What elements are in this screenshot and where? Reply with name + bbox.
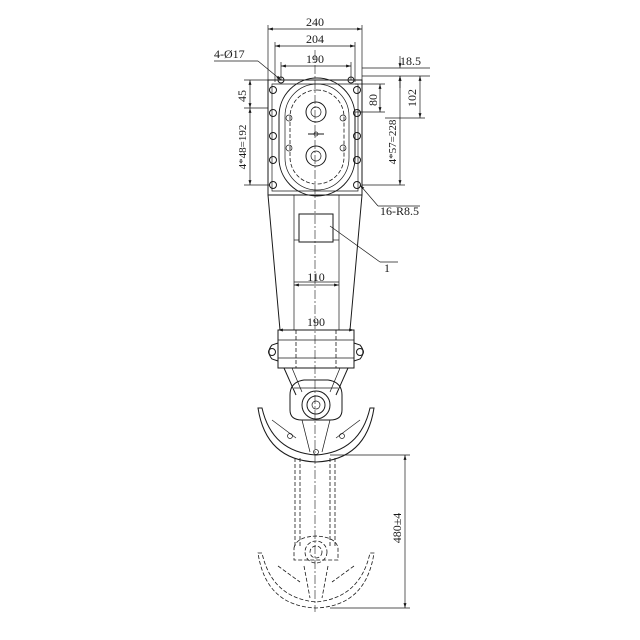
- callout-radius: 16-R8.5: [359, 184, 420, 218]
- boom-head: [267, 76, 363, 197]
- dim-45: 45: [235, 79, 268, 109]
- callout-holes-label: 4-Ø17: [214, 47, 245, 61]
- dim-480: 480±4: [330, 454, 410, 609]
- dim-4x57: 4*57=228: [362, 76, 405, 186]
- lower-bore: [305, 145, 327, 167]
- dim-18-5: 18.5: [362, 54, 430, 88]
- dim-204-label: 204: [306, 32, 324, 46]
- dim-18-5-label: 18.5: [400, 54, 421, 68]
- part-1-label: 1: [384, 261, 390, 275]
- telescopic-rod: [294, 458, 336, 548]
- upper-bore: [305, 101, 327, 123]
- dim-4x48-label: 4*48=192: [237, 125, 249, 170]
- dim-190-top-label: 190: [306, 52, 324, 66]
- access-panel: [298, 213, 334, 243]
- callout-part-1: 1: [329, 225, 398, 275]
- dim-190-mid-label: 190: [307, 315, 325, 329]
- lower-shield: [257, 535, 375, 609]
- upper-shield: [257, 407, 375, 463]
- dim-102-label: 102: [405, 89, 419, 107]
- dim-190-top: 190: [280, 52, 352, 80]
- dim-110: 110: [294, 270, 339, 287]
- dim-190-mid: 190: [278, 315, 354, 332]
- dim-110-label: 110: [307, 270, 325, 284]
- callout-radius-label: 16-R8.5: [380, 204, 419, 218]
- dim-45-label: 45: [235, 90, 249, 102]
- dim-240-label: 240: [306, 15, 324, 29]
- dim-480-label: 480±4: [390, 513, 404, 544]
- dim-4x48: 4*48=192: [237, 108, 270, 186]
- mid-bracket: [268, 329, 364, 396]
- dim-4x57-label: 4*57=228: [387, 119, 399, 164]
- dim-102: 102: [385, 76, 425, 119]
- dim-80: 80: [355, 83, 385, 113]
- callout-holes: 4-Ø17: [214, 47, 282, 81]
- dim-80-label: 80: [366, 94, 380, 106]
- dim-240: 240: [267, 15, 363, 80]
- pivot-hub: [289, 379, 343, 421]
